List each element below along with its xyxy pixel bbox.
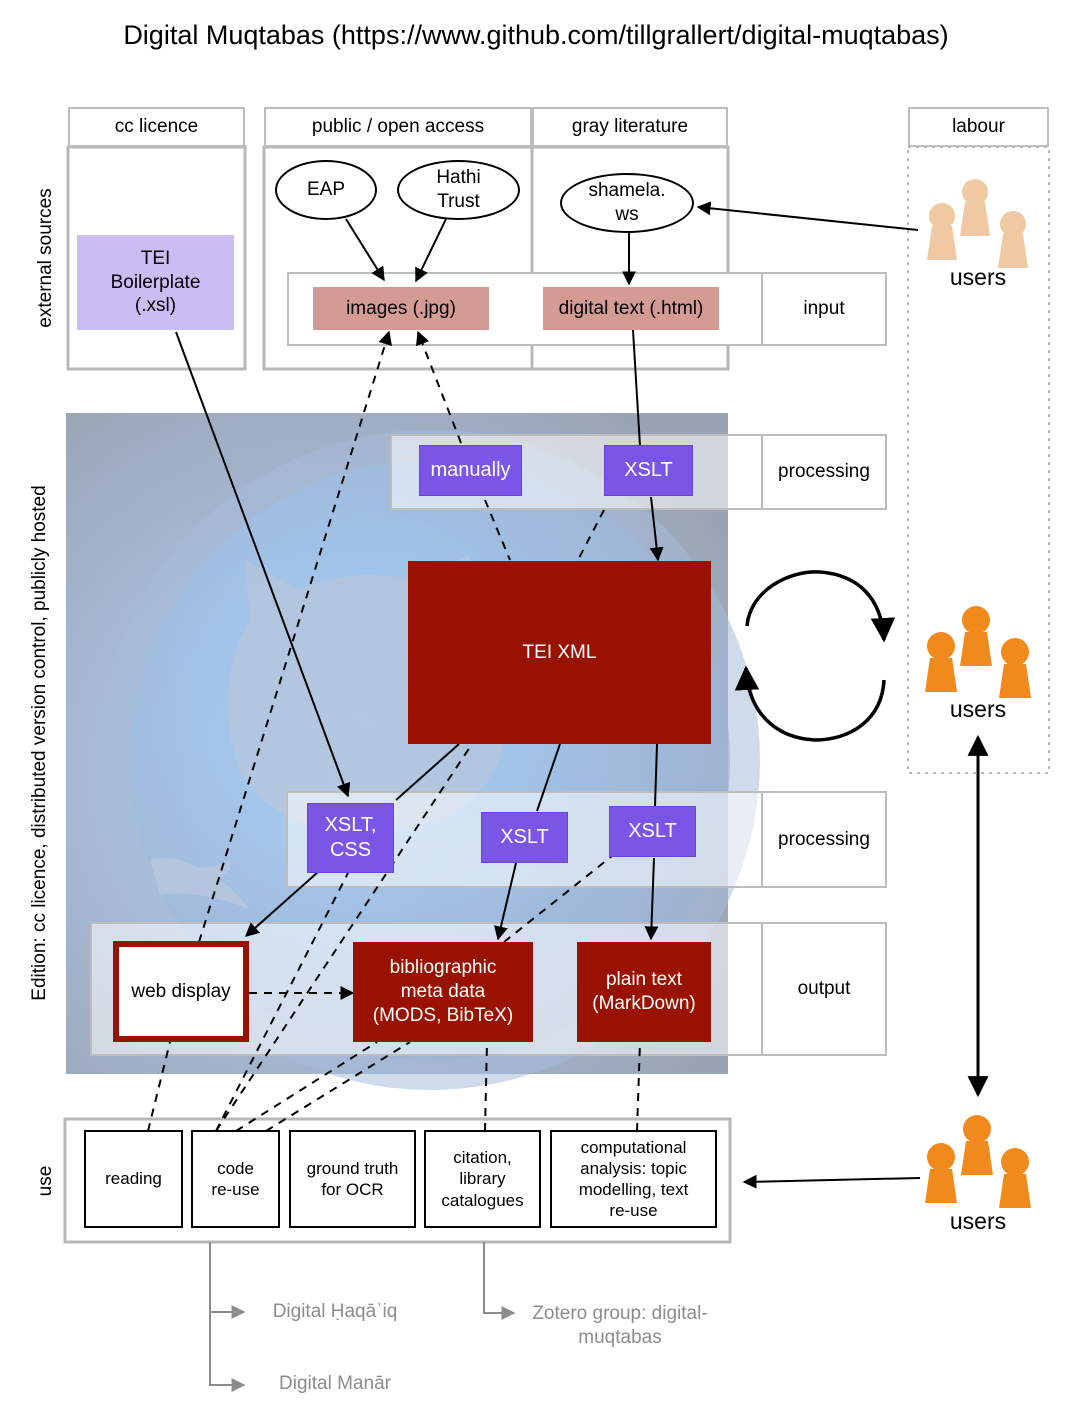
- column-header-cc-licence: cc licence: [68, 107, 245, 147]
- row-label-input: input: [803, 298, 845, 320]
- tei-boilerplate-box: TEI Boilerplate (.xsl): [77, 235, 234, 330]
- column-header-labour: labour: [908, 107, 1049, 147]
- use-computational-box: computational analysis: topic modelling,…: [550, 1130, 717, 1228]
- xslt-box-bibliographic: XSLT: [481, 812, 568, 863]
- plain-text-markdown-box: plain text (MarkDown): [577, 942, 711, 1042]
- users-label-middle: users: [949, 696, 1007, 722]
- eap-oval: EAP: [275, 160, 377, 220]
- hathi-trust-oval: Hathi Trust: [397, 160, 520, 220]
- users-icon-bottom: [925, 1115, 1031, 1208]
- use-code-reuse-box: code re-use: [191, 1130, 280, 1228]
- xslt-box-processing-1: XSLT: [604, 445, 693, 496]
- column-header-public-access: public / open access: [264, 107, 532, 147]
- web-display-box: web display: [113, 941, 249, 1042]
- column-header-gray-literature: gray literature: [532, 107, 728, 147]
- side-label-edition: Edition: cc licence, distributed version…: [29, 485, 51, 1001]
- users-icon-labour: [927, 179, 1028, 268]
- users-icon-middle: [925, 606, 1031, 698]
- link-digital-haqaiq[interactable]: Digital Ḥaqāʾiq: [272, 1301, 398, 1322]
- xslt-box-plaintext: XSLT: [609, 806, 696, 857]
- page-title: Digital Muqtabas (https://www.github.com…: [123, 20, 949, 50]
- users-label-bottom: users: [949, 1208, 1007, 1234]
- manually-box: manually: [419, 445, 522, 496]
- row-label-processing-2: processing: [778, 828, 870, 850]
- side-label-external-sources: external sources: [35, 188, 57, 328]
- use-reading-box: reading: [84, 1130, 183, 1228]
- side-label-use: use: [35, 1165, 57, 1197]
- link-zotero-group[interactable]: Zotero group: digital- muqtabas: [532, 1303, 708, 1348]
- images-jpg-box: images (.jpg): [313, 287, 489, 330]
- tei-xml-box: TEI XML: [408, 561, 711, 744]
- row-label-processing-1: processing: [778, 461, 870, 483]
- link-digital-manar[interactable]: Digital Manār: [279, 1373, 391, 1394]
- shamela-oval: shamela. ws: [560, 173, 694, 233]
- digital-text-html-box: digital text (.html): [543, 287, 719, 330]
- use-ground-truth-box: ground truth for OCR: [289, 1130, 416, 1228]
- users-label-labour: users: [949, 264, 1007, 290]
- row-label-output: output: [797, 978, 851, 1000]
- use-citation-box: citation, library catalogues: [424, 1130, 541, 1228]
- bibliographic-meta-data-box: bibliographic meta data (MODS, BibTeX): [353, 942, 533, 1042]
- xslt-css-box: XSLT, CSS: [307, 803, 394, 873]
